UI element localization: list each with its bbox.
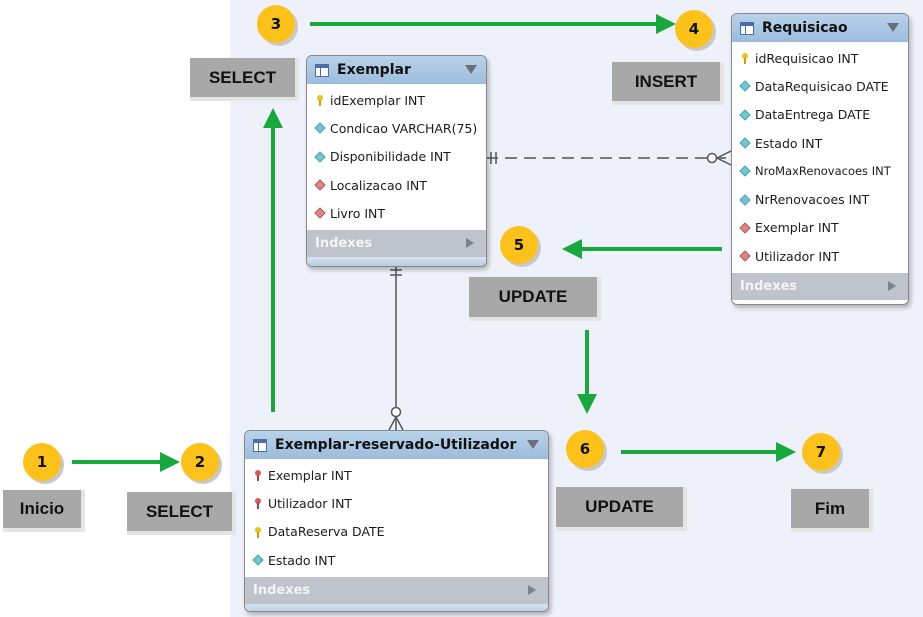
- table-title: Requisicao: [762, 20, 848, 36]
- expand-arrow-icon[interactable]: [466, 238, 474, 249]
- column-name: DataEntrega DATE: [755, 107, 871, 123]
- relationship-exemplar-requisicao: [486, 150, 732, 166]
- table-footer: [307, 257, 486, 266]
- column-row[interactable]: Exemplar INT: [732, 214, 908, 242]
- column-diamond-icon: [739, 193, 751, 206]
- column-row[interactable]: Utilizador INT: [245, 489, 548, 517]
- label-fim: Fim: [791, 489, 873, 532]
- table-exemplar-header[interactable]: Exemplar: [307, 56, 486, 84]
- column-row[interactable]: idRequisicao INT: [732, 44, 908, 72]
- table-footer: [245, 604, 548, 611]
- step-2-circle: 2: [181, 443, 219, 481]
- expand-arrow-icon[interactable]: [528, 585, 536, 596]
- step-5-circle: 5: [500, 226, 538, 264]
- column-name: Livro INT: [330, 205, 385, 221]
- column-diamond-icon: [739, 109, 751, 121]
- column-diamond-icon: [739, 165, 751, 177]
- foreign-primary-key-icon: [253, 498, 263, 510]
- table-icon: [253, 438, 267, 452]
- column-name: Estado INT: [755, 135, 823, 151]
- column-name: DataRequisicao DATE: [755, 78, 889, 94]
- table-exemplar-reservado-utilizador[interactable]: Exemplar-reservado-Utilizador Exemplar I…: [244, 430, 549, 612]
- foreign-key-diamond-icon: [739, 250, 751, 262]
- column-diamond-icon: [314, 122, 326, 135]
- table-exemplar-columns: idExemplar INT Condicao VARCHAR(75) Disp…: [307, 84, 486, 230]
- table-exemplar[interactable]: Exemplar idExemplar INT Condicao VARCHAR…: [306, 55, 487, 267]
- relationship-exemplar-reservado: [388, 265, 404, 431]
- step-7-circle: 7: [802, 433, 840, 471]
- column-name: idExemplar INT: [330, 92, 426, 108]
- column-diamond-icon: [739, 137, 751, 149]
- column-name: Exemplar INT: [755, 220, 839, 236]
- foreign-primary-key-icon: [253, 470, 263, 482]
- table-reservado-columns: Exemplar INT Utilizador INT DataReserva …: [245, 459, 548, 577]
- column-name: Utilizador INT: [755, 248, 840, 264]
- table-icon: [315, 63, 329, 77]
- column-row[interactable]: Disponibilidade INT: [307, 143, 486, 171]
- label-inicio: Inicio: [3, 490, 85, 532]
- step-4-circle: 4: [675, 10, 713, 48]
- foreign-key-diamond-icon: [739, 222, 751, 234]
- table-requisicao-header[interactable]: Requisicao: [732, 14, 908, 42]
- primary-key-icon: [315, 95, 325, 107]
- step-6-circle: 6: [566, 430, 604, 468]
- column-row[interactable]: NrRenovacoes INT: [732, 185, 908, 213]
- indexes-section[interactable]: Indexes: [307, 230, 486, 258]
- column-name: idRequisicao INT: [755, 50, 859, 66]
- label-insert-step-4: INSERT: [612, 62, 724, 105]
- primary-key-icon: [253, 526, 263, 538]
- column-row[interactable]: Livro INT: [307, 199, 486, 227]
- column-name: NroMaxRenovacoes INT: [755, 164, 891, 179]
- column-diamond-icon: [739, 80, 751, 93]
- table-icon: [740, 21, 754, 35]
- table-title: Exemplar-reservado-Utilizador: [275, 437, 517, 453]
- indexes-label: Indexes: [315, 236, 373, 252]
- table-requisicao-columns: idRequisicao INT DataRequisicao DATE Dat…: [732, 42, 908, 273]
- column-row[interactable]: DataReserva DATE: [245, 518, 548, 546]
- column-name: Estado INT: [268, 552, 336, 568]
- foreign-key-diamond-icon: [314, 207, 326, 219]
- column-name: Disponibilidade INT: [330, 149, 451, 165]
- label-select-step-3: SELECT: [190, 58, 299, 101]
- column-row[interactable]: Utilizador INT: [732, 242, 908, 270]
- label-update-step-6: UPDATE: [556, 487, 687, 531]
- column-name: Utilizador INT: [268, 495, 353, 511]
- column-row[interactable]: Estado INT: [732, 129, 908, 157]
- column-name: Localizacao INT: [330, 177, 427, 193]
- column-diamond-icon: [252, 554, 264, 566]
- column-row[interactable]: NroMaxRenovacoes INT: [732, 157, 908, 185]
- label-update-step-5: UPDATE: [469, 277, 601, 321]
- column-row[interactable]: Exemplar INT: [245, 461, 548, 489]
- table-title: Exemplar: [337, 62, 411, 78]
- indexes-label: Indexes: [253, 583, 311, 599]
- column-row[interactable]: DataRequisicao DATE: [732, 72, 908, 100]
- table-reservado-header[interactable]: Exemplar-reservado-Utilizador: [245, 431, 548, 459]
- column-row[interactable]: Estado INT: [245, 546, 548, 574]
- column-row[interactable]: Condicao VARCHAR(75): [307, 114, 486, 142]
- column-name: Exemplar INT: [268, 467, 352, 483]
- column-name: DataReserva DATE: [268, 524, 385, 540]
- indexes-label: Indexes: [740, 279, 798, 295]
- column-row[interactable]: idExemplar INT: [307, 86, 486, 114]
- column-row[interactable]: Localizacao INT: [307, 171, 486, 199]
- column-name: NrRenovacoes INT: [755, 192, 870, 208]
- expand-arrow-icon[interactable]: [888, 281, 896, 292]
- column-row[interactable]: DataEntrega DATE: [732, 101, 908, 129]
- collapse-caret-icon[interactable]: [527, 440, 539, 449]
- table-requisicao[interactable]: Requisicao idRequisicao INT DataRequisic…: [731, 13, 909, 305]
- step-3-circle: 3: [257, 5, 295, 43]
- foreign-key-diamond-icon: [314, 179, 326, 191]
- label-select-step-2: SELECT: [127, 492, 236, 535]
- collapse-caret-icon[interactable]: [887, 23, 899, 32]
- primary-key-icon: [740, 53, 750, 65]
- collapse-caret-icon[interactable]: [465, 65, 477, 74]
- column-name: Condicao VARCHAR(75): [330, 120, 478, 136]
- column-diamond-icon: [314, 151, 326, 163]
- indexes-section[interactable]: Indexes: [245, 577, 548, 605]
- indexes-section[interactable]: Indexes: [732, 273, 908, 301]
- step-1-circle: 1: [23, 443, 61, 481]
